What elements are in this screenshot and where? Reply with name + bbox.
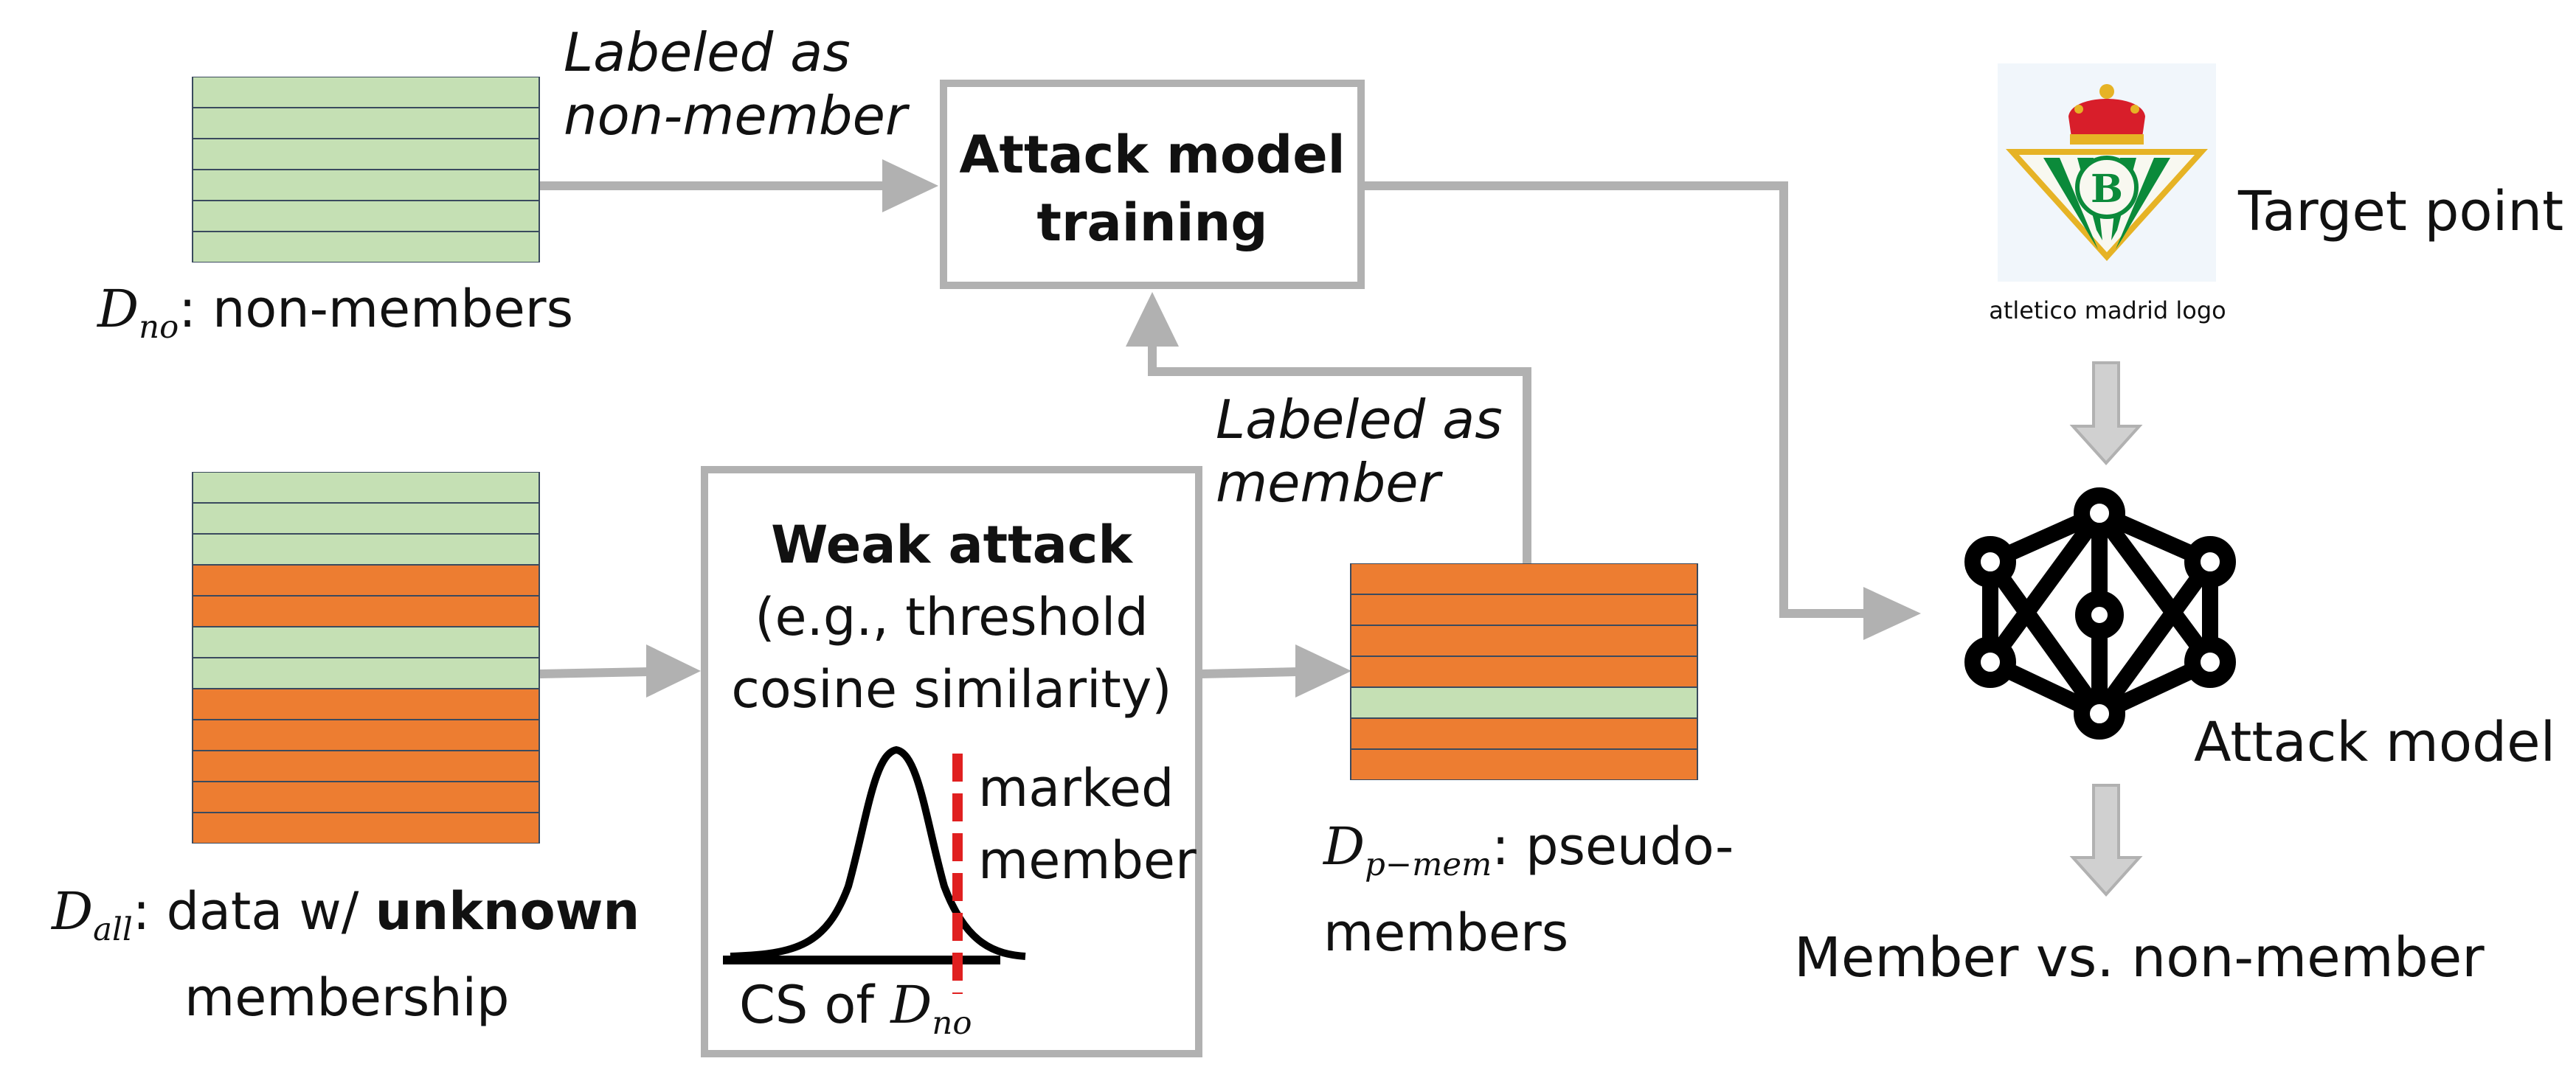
member-vs-non-member-label: Member vs. non-member [1794, 926, 2485, 990]
weak-attack-line-2: (e.g., threshold [755, 587, 1149, 647]
member-row [192, 689, 540, 720]
d-no-text: : non-members [179, 279, 574, 339]
arrow-weak-to-pseudo [1200, 667, 1299, 678]
non-member-row [1350, 687, 1698, 718]
weak-attack-box: Weak attack (e.g., threshold cosine simi… [701, 466, 1202, 1057]
labeled-non-member-text: Labeled as non-member [564, 21, 907, 147]
arrowhead [1295, 644, 1351, 698]
member-row [192, 565, 540, 596]
member-row [1350, 749, 1698, 780]
d-all-label: Dall: data w/ unknown membership [52, 881, 640, 1029]
member-row [1350, 594, 1698, 625]
d-pmem-label: Dp−mem: pseudo- members [1323, 816, 1734, 964]
arrowhead [646, 644, 701, 698]
non-member-row [192, 534, 540, 565]
d-symbol: D [97, 279, 139, 339]
arrowhead [1863, 587, 1921, 640]
pseudo-members-table [1350, 563, 1698, 780]
non-member-row [192, 232, 540, 262]
non-member-row [192, 77, 540, 108]
non-members-table [192, 77, 540, 262]
target-logo: B [1998, 63, 2216, 282]
crest-logo: B [2006, 84, 2208, 261]
logo-caption: atletico madrid logo [1989, 296, 2226, 324]
attack-model-label: Attack model [2194, 711, 2556, 774]
arrow-model-to-output [2069, 784, 2143, 897]
non-member-row [192, 503, 540, 534]
target-point-label: Target point [2238, 180, 2564, 243]
non-member-row [192, 472, 540, 503]
distribution-plot [723, 745, 1026, 994]
arrow-pseudo-to-training [1148, 347, 1531, 564]
member-row [1350, 625, 1698, 656]
member-row [192, 751, 540, 782]
all-data-table [192, 472, 540, 844]
member-row [1350, 656, 1698, 687]
non-member-row [192, 170, 540, 201]
member-row [192, 720, 540, 751]
labeled-member-text: Labeled as member [1216, 389, 1503, 514]
attack-training-box: Attack model training [940, 80, 1365, 289]
svg-text:B: B [2091, 167, 2123, 212]
member-row [1350, 563, 1698, 594]
training-line-1: Attack model [959, 125, 1346, 185]
cs-label: CS of Dno [739, 975, 972, 1043]
non-member-row [192, 627, 540, 658]
arrow-target-to-model [2069, 361, 2143, 465]
non-member-row [192, 108, 540, 139]
neural-network-icon [1964, 487, 2236, 740]
d-no-label: Dno: non-members [97, 279, 573, 346]
non-member-row [192, 139, 540, 170]
member-row [192, 596, 540, 627]
arrowhead [882, 159, 938, 212]
marked-member-text: marked member [978, 758, 1197, 891]
member-row [192, 813, 540, 844]
d-subscript: no [139, 309, 179, 347]
arrow-all-to-weak [539, 667, 650, 678]
non-member-row [192, 658, 540, 689]
arrowhead [1126, 292, 1179, 347]
arrow-training-to-model [1363, 181, 1866, 618]
non-member-row [192, 201, 540, 232]
member-row [192, 782, 540, 813]
weak-attack-line-3: cosine similarity) [731, 659, 1172, 720]
weak-attack-title: Weak attack [771, 515, 1132, 575]
training-line-2: training [1036, 192, 1268, 253]
member-row [1350, 718, 1698, 749]
